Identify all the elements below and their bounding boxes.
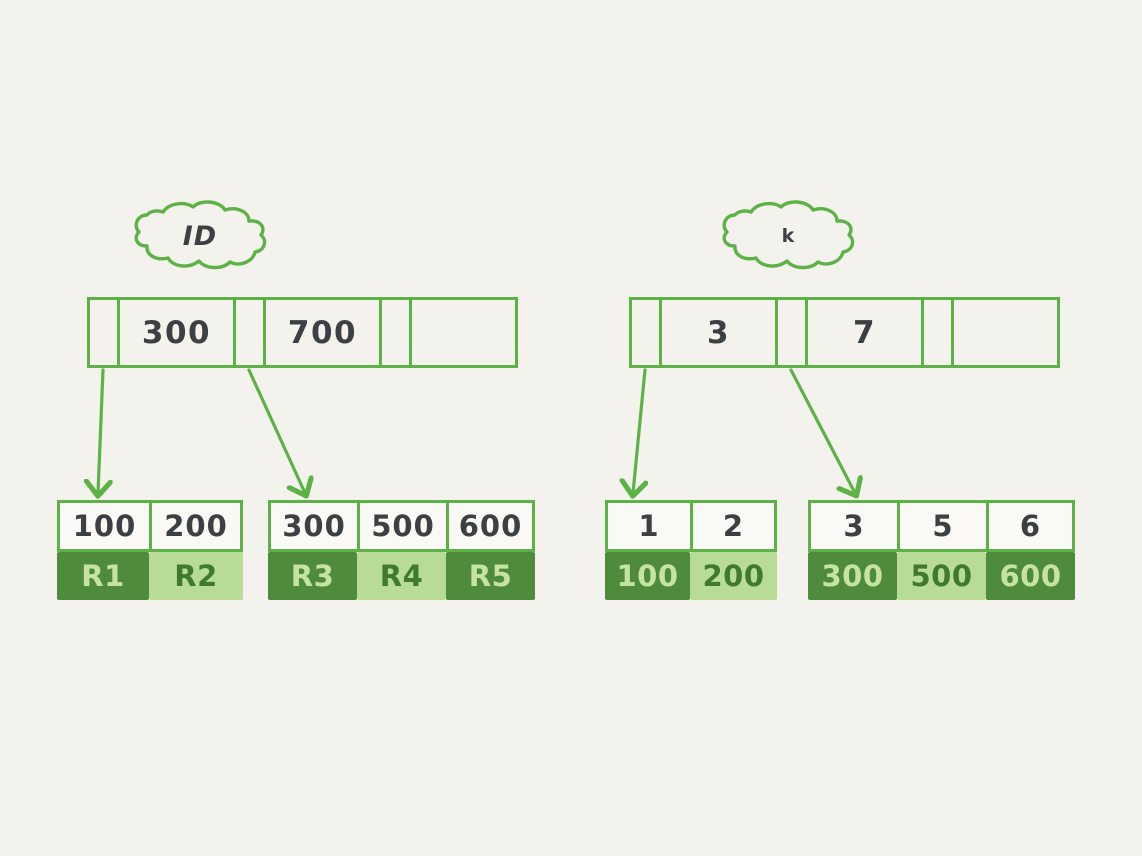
right-leaf-node-2[interactable]: 3 5 6 300 500 600: [808, 500, 1075, 600]
left-leaf-1-value-cell-0[interactable]: R1: [57, 552, 149, 600]
left-leaf-1-key-cell-0[interactable]: 100: [60, 503, 152, 549]
right-leaf-2-key-cell-0[interactable]: 3: [811, 503, 900, 549]
right-leaf-node-1[interactable]: 1 2 100 200: [605, 500, 777, 600]
left-leaf-2-value-row: R3 R4 R5: [268, 552, 535, 600]
left-tree: ID 300 700 100 200 R1 R2 300: [57, 198, 535, 600]
root-pointer-cell-2[interactable]: [382, 300, 412, 365]
left-leaf-2-value-cell-0[interactable]: R3: [268, 552, 357, 600]
cloud-shape-icon: [722, 200, 855, 270]
left-leaf-2-key-cell-0[interactable]: 300: [271, 503, 360, 549]
right-leaf-1-value-cell-0[interactable]: 100: [605, 552, 690, 600]
left-leaf-1-key-cell-1[interactable]: 200: [164, 509, 228, 543]
right-leaf-1-key-cell-0[interactable]: 1: [608, 503, 693, 549]
root-key-cell-1[interactable]: 700: [266, 300, 382, 365]
left-leaf-2-value-cell-2[interactable]: R5: [446, 552, 535, 600]
root-key-cell-0[interactable]: 300: [120, 300, 236, 365]
root-pointer-cell-1[interactable]: [778, 300, 808, 365]
root-key-cell-1[interactable]: 7: [808, 300, 924, 365]
right-leaf-1-key-row: 1 2: [605, 500, 777, 552]
cloud-shape-icon: [134, 200, 267, 270]
right-tree-root-node[interactable]: 3 7: [629, 297, 1060, 368]
right-leaf-1-value-cell-1[interactable]: 200: [690, 552, 777, 600]
left-leaf-2-key-cell-1[interactable]: 500: [360, 503, 449, 549]
right-tree-label-text: k: [781, 225, 795, 247]
right-leaf-2-key-cell-2[interactable]: 6: [1019, 509, 1042, 543]
right-leaf-1-value-row: 100 200: [605, 552, 777, 600]
left-leaf-1-value-row: R1 R2: [57, 552, 243, 600]
left-tree-root-node[interactable]: 300 700: [87, 297, 518, 368]
root-pointer-cell-0[interactable]: [90, 300, 120, 365]
root-key-cell-0[interactable]: 3: [662, 300, 778, 365]
left-leaf-1-key-row: 100 200: [57, 500, 243, 552]
right-leaf-2-value-cell-2[interactable]: 600: [986, 552, 1075, 600]
root-empty-cell[interactable]: [954, 300, 1057, 365]
left-leaf-node-1[interactable]: 100 200 R1 R2: [57, 500, 243, 600]
left-tree-cloud-label: ID: [125, 198, 275, 274]
root-pointer-cell-2[interactable]: [924, 300, 954, 365]
root-pointer-cell-0[interactable]: [632, 300, 662, 365]
right-leaf-2-key-row: 3 5 6: [808, 500, 1075, 552]
left-leaf-2-key-row: 300 500 600: [268, 500, 535, 552]
left-leaf-2-value-cell-1[interactable]: R4: [357, 552, 446, 600]
right-tree-cloud-label: k: [713, 198, 863, 274]
left-leaf-1-value-cell-1[interactable]: R2: [149, 552, 243, 600]
right-leaf-2-value-cell-0[interactable]: 300: [808, 552, 897, 600]
right-leaf-2-key-cell-1[interactable]: 5: [900, 503, 989, 549]
right-leaf-2-value-cell-1[interactable]: 500: [897, 552, 986, 600]
left-leaf-2-key-cell-2[interactable]: 600: [458, 509, 523, 543]
right-leaf-1-key-cell-1[interactable]: 2: [722, 509, 745, 543]
left-leaf-node-2[interactable]: 300 500 600 R3 R4 R5: [268, 500, 535, 600]
left-tree-label-text: ID: [182, 220, 218, 252]
root-pointer-cell-1[interactable]: [236, 300, 266, 365]
right-leaf-2-value-row: 300 500 600: [808, 552, 1075, 600]
